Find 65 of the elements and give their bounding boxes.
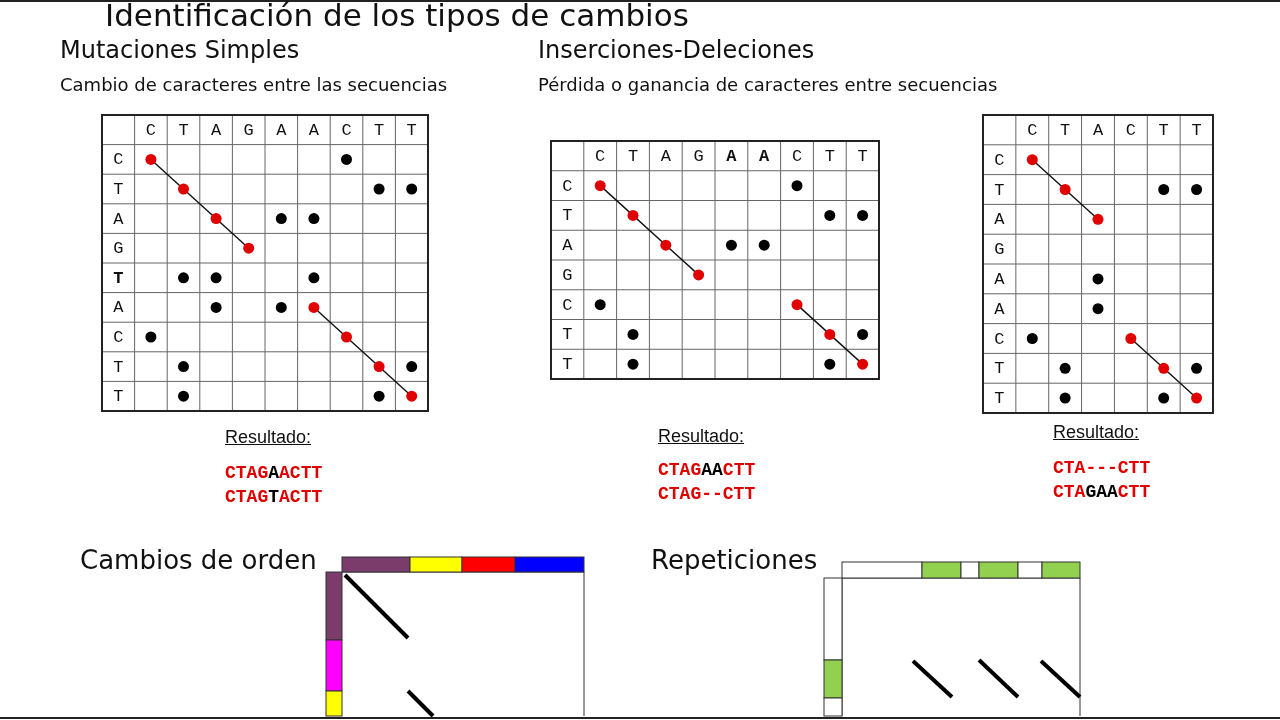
- row-letter: C: [994, 151, 1005, 169]
- aligned-sequence: CTAGAACTT: [658, 461, 756, 479]
- column-letter: T: [374, 121, 385, 139]
- result-heading: Resultado:: [1053, 422, 1140, 443]
- row-letter: G: [562, 266, 573, 284]
- row-letter: T: [994, 389, 1005, 407]
- column-letter: C: [791, 147, 803, 165]
- row-letter: A: [994, 300, 1005, 318]
- row-letter: T: [994, 181, 1005, 198]
- row-letter: T: [113, 387, 124, 405]
- aligned-sequence: CTAGAACTT: [1053, 483, 1151, 501]
- row-letter: G: [113, 239, 124, 257]
- result-heading: Resultado:: [225, 427, 312, 448]
- column-letter: A: [759, 147, 770, 165]
- row-letter: T: [113, 269, 124, 287]
- row-letter: T: [113, 358, 124, 376]
- column-letter: T: [406, 121, 417, 139]
- column-letter: C: [145, 121, 156, 139]
- column-letter: C: [341, 121, 352, 139]
- column-letter: A: [211, 121, 222, 139]
- column-letter: A: [660, 147, 671, 165]
- row-letter: T: [562, 206, 573, 224]
- column-letter: T: [1060, 121, 1071, 139]
- aligned-sequence: CTA---CTT: [1053, 459, 1151, 477]
- row-letter: C: [113, 328, 124, 346]
- column-letter: G: [243, 121, 254, 139]
- aligned-sequence: CTAGTACTT: [225, 488, 323, 506]
- aligned-sequence: CTAG--CTT: [658, 485, 756, 503]
- row-letter: T: [113, 180, 124, 198]
- row-letter: A: [994, 270, 1005, 288]
- slide-title: Identificación de los tipos de cambios: [105, 0, 689, 34]
- row-letter: C: [994, 330, 1005, 347]
- result-heading: Resultado:: [658, 426, 745, 447]
- row-letter: C: [113, 150, 124, 168]
- section-heading: Mutaciones Simples: [60, 37, 300, 65]
- row-letter: A: [113, 298, 124, 316]
- section-heading: Inserciones-Deleciones: [538, 37, 815, 65]
- column-letter: T: [824, 147, 835, 165]
- column-letter: A: [276, 121, 287, 139]
- row-letter: C: [562, 296, 573, 314]
- column-letter: A: [308, 121, 319, 139]
- row-letter: T: [994, 359, 1005, 377]
- column-letter: A: [726, 147, 737, 165]
- section-description: Cambio de caracteres entre las secuencias: [60, 75, 448, 96]
- row-letter: T: [562, 355, 573, 373]
- column-letter: T: [857, 147, 868, 165]
- column-letter: T: [178, 121, 189, 139]
- row-letter: C: [562, 177, 573, 195]
- column-letter: T: [627, 147, 639, 165]
- column-letter: G: [693, 147, 704, 165]
- row-letter: A: [562, 236, 573, 254]
- row-letter: T: [562, 325, 573, 343]
- row-letter: A: [994, 210, 1005, 228]
- row-letter: G: [994, 240, 1005, 258]
- column-letter: A: [1092, 121, 1104, 139]
- section-description: Pérdida o ganancia de caracteres entre secuencias: [538, 75, 998, 96]
- column-letter: T: [1191, 121, 1202, 139]
- column-letter: C: [1027, 121, 1038, 139]
- column-letter: T: [1158, 121, 1169, 139]
- section-heading: Cambios de orden: [80, 546, 317, 576]
- column-letter: C: [1125, 121, 1136, 139]
- column-letter: C: [595, 147, 606, 165]
- row-letter: A: [113, 210, 124, 228]
- aligned-sequence: CTAGAACTT: [225, 464, 323, 482]
- section-heading: Repeticiones: [651, 546, 818, 576]
